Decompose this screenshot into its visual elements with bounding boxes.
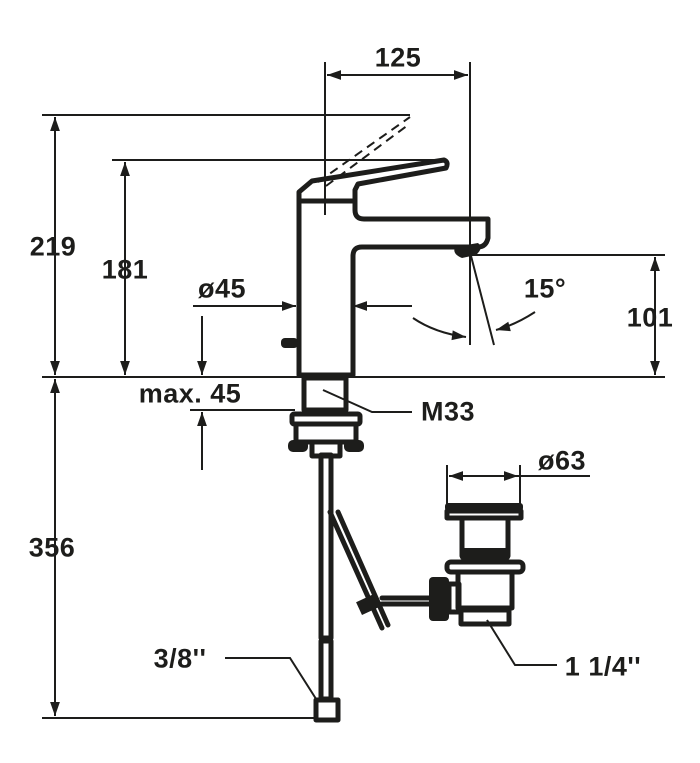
supply-hoses [313, 452, 433, 723]
dimension-spout-reach: 125 [374, 42, 422, 73]
dimension-lever-height: 181 [101, 254, 149, 285]
drain-assembly [429, 503, 526, 627]
dimension-deck-thickness: max. 45 [138, 378, 242, 409]
dimension-body-diameter: ø45 [197, 273, 247, 304]
dimension-thread: M33 [420, 396, 476, 427]
dimension-spout-angle: 15° [523, 273, 567, 304]
reference-lines [42, 62, 665, 719]
dimension-spout-height: 101 [626, 302, 674, 333]
dimension-drain-diameter: ø63 [537, 445, 587, 476]
dimension-hose-connection: 3/8'' [153, 643, 207, 674]
dimension-lines [50, 70, 660, 716]
dimension-below-deck: 356 [28, 532, 76, 563]
dimension-drain-outlet: 1 1/4'' [564, 651, 642, 682]
faucet-body [281, 116, 491, 459]
dimension-total-height: 219 [29, 231, 77, 262]
